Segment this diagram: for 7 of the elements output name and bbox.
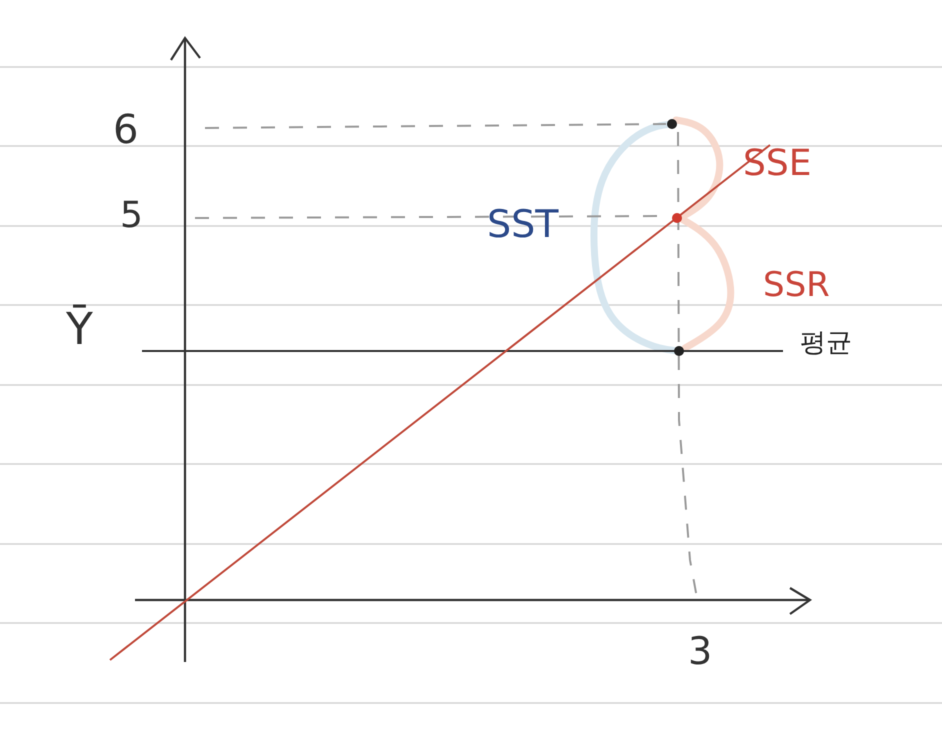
mean-label: 평균 — [800, 330, 852, 356]
tick-label: 5 — [120, 198, 143, 234]
ssr-label: SSR — [763, 268, 830, 302]
tick-label: 6 — [113, 110, 138, 150]
tick-label: 3 — [688, 632, 712, 670]
sst-label: SST — [487, 205, 558, 243]
sse-label: SSE — [743, 146, 812, 182]
